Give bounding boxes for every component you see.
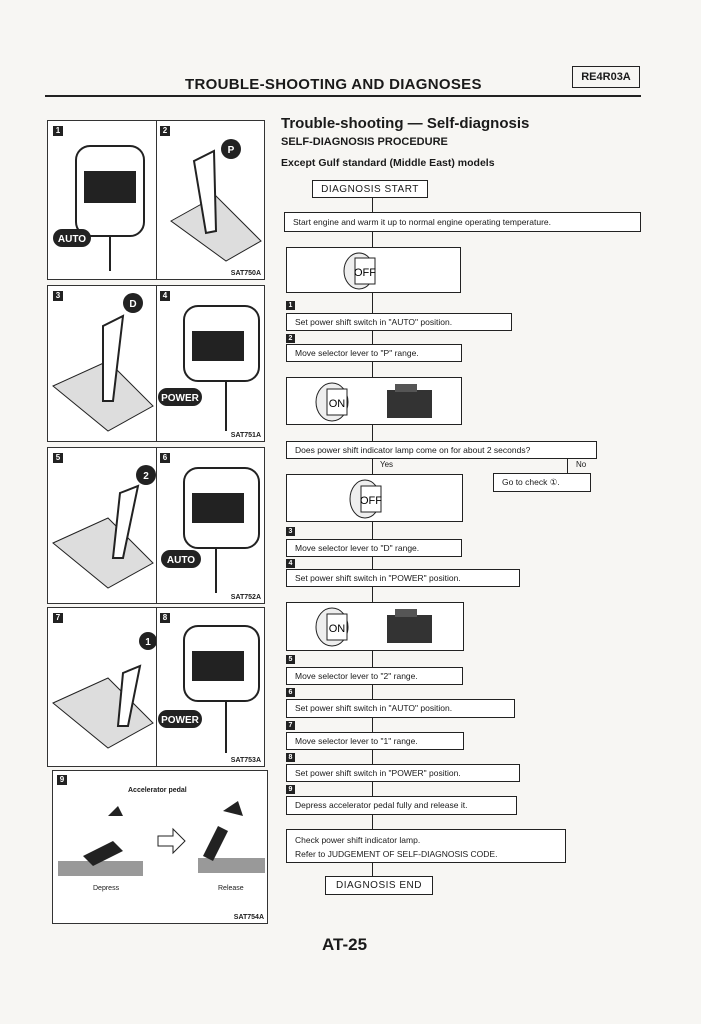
figure-ref: SAT754A — [233, 914, 264, 921]
svg-text:OFF: OFF — [360, 495, 382, 507]
figure-sat751a: 3 D 4 POWER SAT751A — [47, 285, 265, 442]
check-line-1: Check power shift indicator lamp. — [295, 835, 421, 845]
step-badge: 5 — [53, 453, 63, 463]
figure-sat753a: 7 1 8 POWER SAT753A — [47, 607, 265, 767]
engine-icon — [387, 390, 432, 418]
release-label: Release — [218, 885, 244, 892]
svg-text:D: D — [129, 299, 136, 310]
flow-step-badge: 4 — [286, 559, 295, 568]
flow-step-3: Move selector lever to "D" range. — [286, 539, 462, 557]
accelerator-pedal-label: Accelerator pedal — [128, 787, 187, 794]
section-subtitle: SELF-DIAGNOSIS PROCEDURE — [281, 136, 448, 148]
flow-step-badge: 8 — [286, 753, 295, 762]
svg-text:POWER: POWER — [161, 715, 200, 726]
svg-text:ON: ON — [329, 623, 346, 635]
flow-step-5: Move selector lever to "2" range. — [286, 667, 463, 685]
flow-step-badge: 2 — [286, 334, 295, 343]
figure-ref: SAT751A — [230, 432, 261, 439]
step-badge: 8 — [160, 613, 170, 623]
switch-illustration: POWER — [158, 305, 260, 431]
svg-text:AUTO: AUTO — [167, 555, 195, 566]
section-scope: Except Gulf standard (Middle East) model… — [281, 157, 495, 169]
figure-sat752a: 5 2 6 AUTO SAT752A — [47, 447, 265, 604]
ignition-off-illustration: OFF — [286, 474, 463, 522]
flow-step-7: Move selector lever to "1" range. — [286, 732, 464, 750]
model-code: RE4R03A — [572, 66, 640, 88]
flow-step-2: Move selector lever to "P" range. — [286, 344, 462, 362]
step-badge: 2 — [160, 126, 170, 136]
flow-step-8: Set power shift switch in "POWER" positi… — [286, 764, 520, 782]
switch-illustration: AUTO — [161, 467, 260, 593]
selector-lever-illustration: 2 — [52, 465, 156, 589]
flow-step-6: Set power shift switch in "AUTO" positio… — [286, 699, 515, 718]
off-label: OFF — [354, 267, 376, 279]
svg-text:2: 2 — [143, 471, 149, 482]
step-badge: 9 — [57, 775, 67, 785]
yes-label: Yes — [380, 460, 394, 469]
step-badge: 4 — [160, 291, 170, 301]
header-title: TROUBLE-SHOOTING AND DIAGNOSES — [185, 76, 482, 93]
selector-lever-illustration: D — [52, 293, 154, 432]
flow-step-badge: 5 — [286, 655, 295, 664]
header-rule — [45, 95, 641, 97]
ignition-on-engine-illustration: ON — [286, 602, 464, 651]
figure-sat754a: 9 Accelerator pedal Depress Release SAT7… — [52, 770, 268, 924]
svg-text:ON: ON — [329, 398, 346, 410]
diagnosis-start: DIAGNOSIS START — [312, 180, 428, 198]
flow-question: Does power shift indicator lamp come on … — [286, 441, 597, 459]
auto-label: AUTO — [58, 234, 86, 245]
step-badge: 7 — [53, 613, 63, 623]
check-lamp-box: Check power shift indicator lamp. Refer … — [286, 829, 566, 863]
flow-step-badge: 9 — [286, 785, 295, 794]
no-label: No — [576, 460, 587, 469]
depress-label: Depress — [93, 885, 120, 892]
flow-step-badge: 1 — [286, 301, 295, 310]
diagnosis-end: DIAGNOSIS END — [325, 876, 433, 895]
step-badge: 3 — [53, 291, 63, 301]
section-title: Trouble-shooting — Self-diagnosis — [281, 115, 530, 132]
step-badge: 6 — [160, 453, 170, 463]
power-label: POWER — [161, 393, 200, 404]
goto-check-box: Go to check ①. — [493, 473, 591, 492]
step-badge: 1 — [53, 126, 63, 136]
page-number: AT-25 — [322, 935, 368, 954]
switch-illustration: POWER — [158, 625, 260, 753]
selector-lever-illustration: 1 — [52, 632, 157, 749]
figure-sat750a: 1 AUTO 2 P SAT750A — [47, 120, 265, 280]
flow-step-badge: 6 — [286, 688, 295, 697]
check-line-2: Refer to JUDGEMENT OF SELF-DIAGNOSIS COD… — [295, 849, 498, 859]
flow-step-1: Set power shift switch in "AUTO" positio… — [286, 313, 512, 331]
selector-lever-illustration: P — [170, 139, 262, 262]
figure-ref: SAT750A — [230, 270, 261, 277]
flow-step-4: Set power shift switch in "POWER" positi… — [286, 569, 520, 587]
svg-text:P: P — [228, 145, 235, 156]
ignition-off-illustration: OFF — [286, 247, 461, 293]
ignition-on-engine-illustration: ON — [286, 377, 462, 425]
flow-step-9: Depress accelerator pedal fully and rele… — [286, 796, 517, 815]
svg-text:1: 1 — [145, 637, 151, 648]
figure-ref: SAT753A — [230, 757, 261, 764]
pedal-illustration — [58, 801, 265, 876]
flow-step-warmup: Start engine and warm it up to normal en… — [284, 212, 641, 232]
switch-illustration: AUTO — [53, 145, 145, 271]
flow-step-badge: 7 — [286, 721, 295, 730]
figure-ref: SAT752A — [230, 594, 261, 601]
key-off-icon: OFF — [343, 252, 376, 290]
flow-step-badge: 3 — [286, 527, 295, 536]
